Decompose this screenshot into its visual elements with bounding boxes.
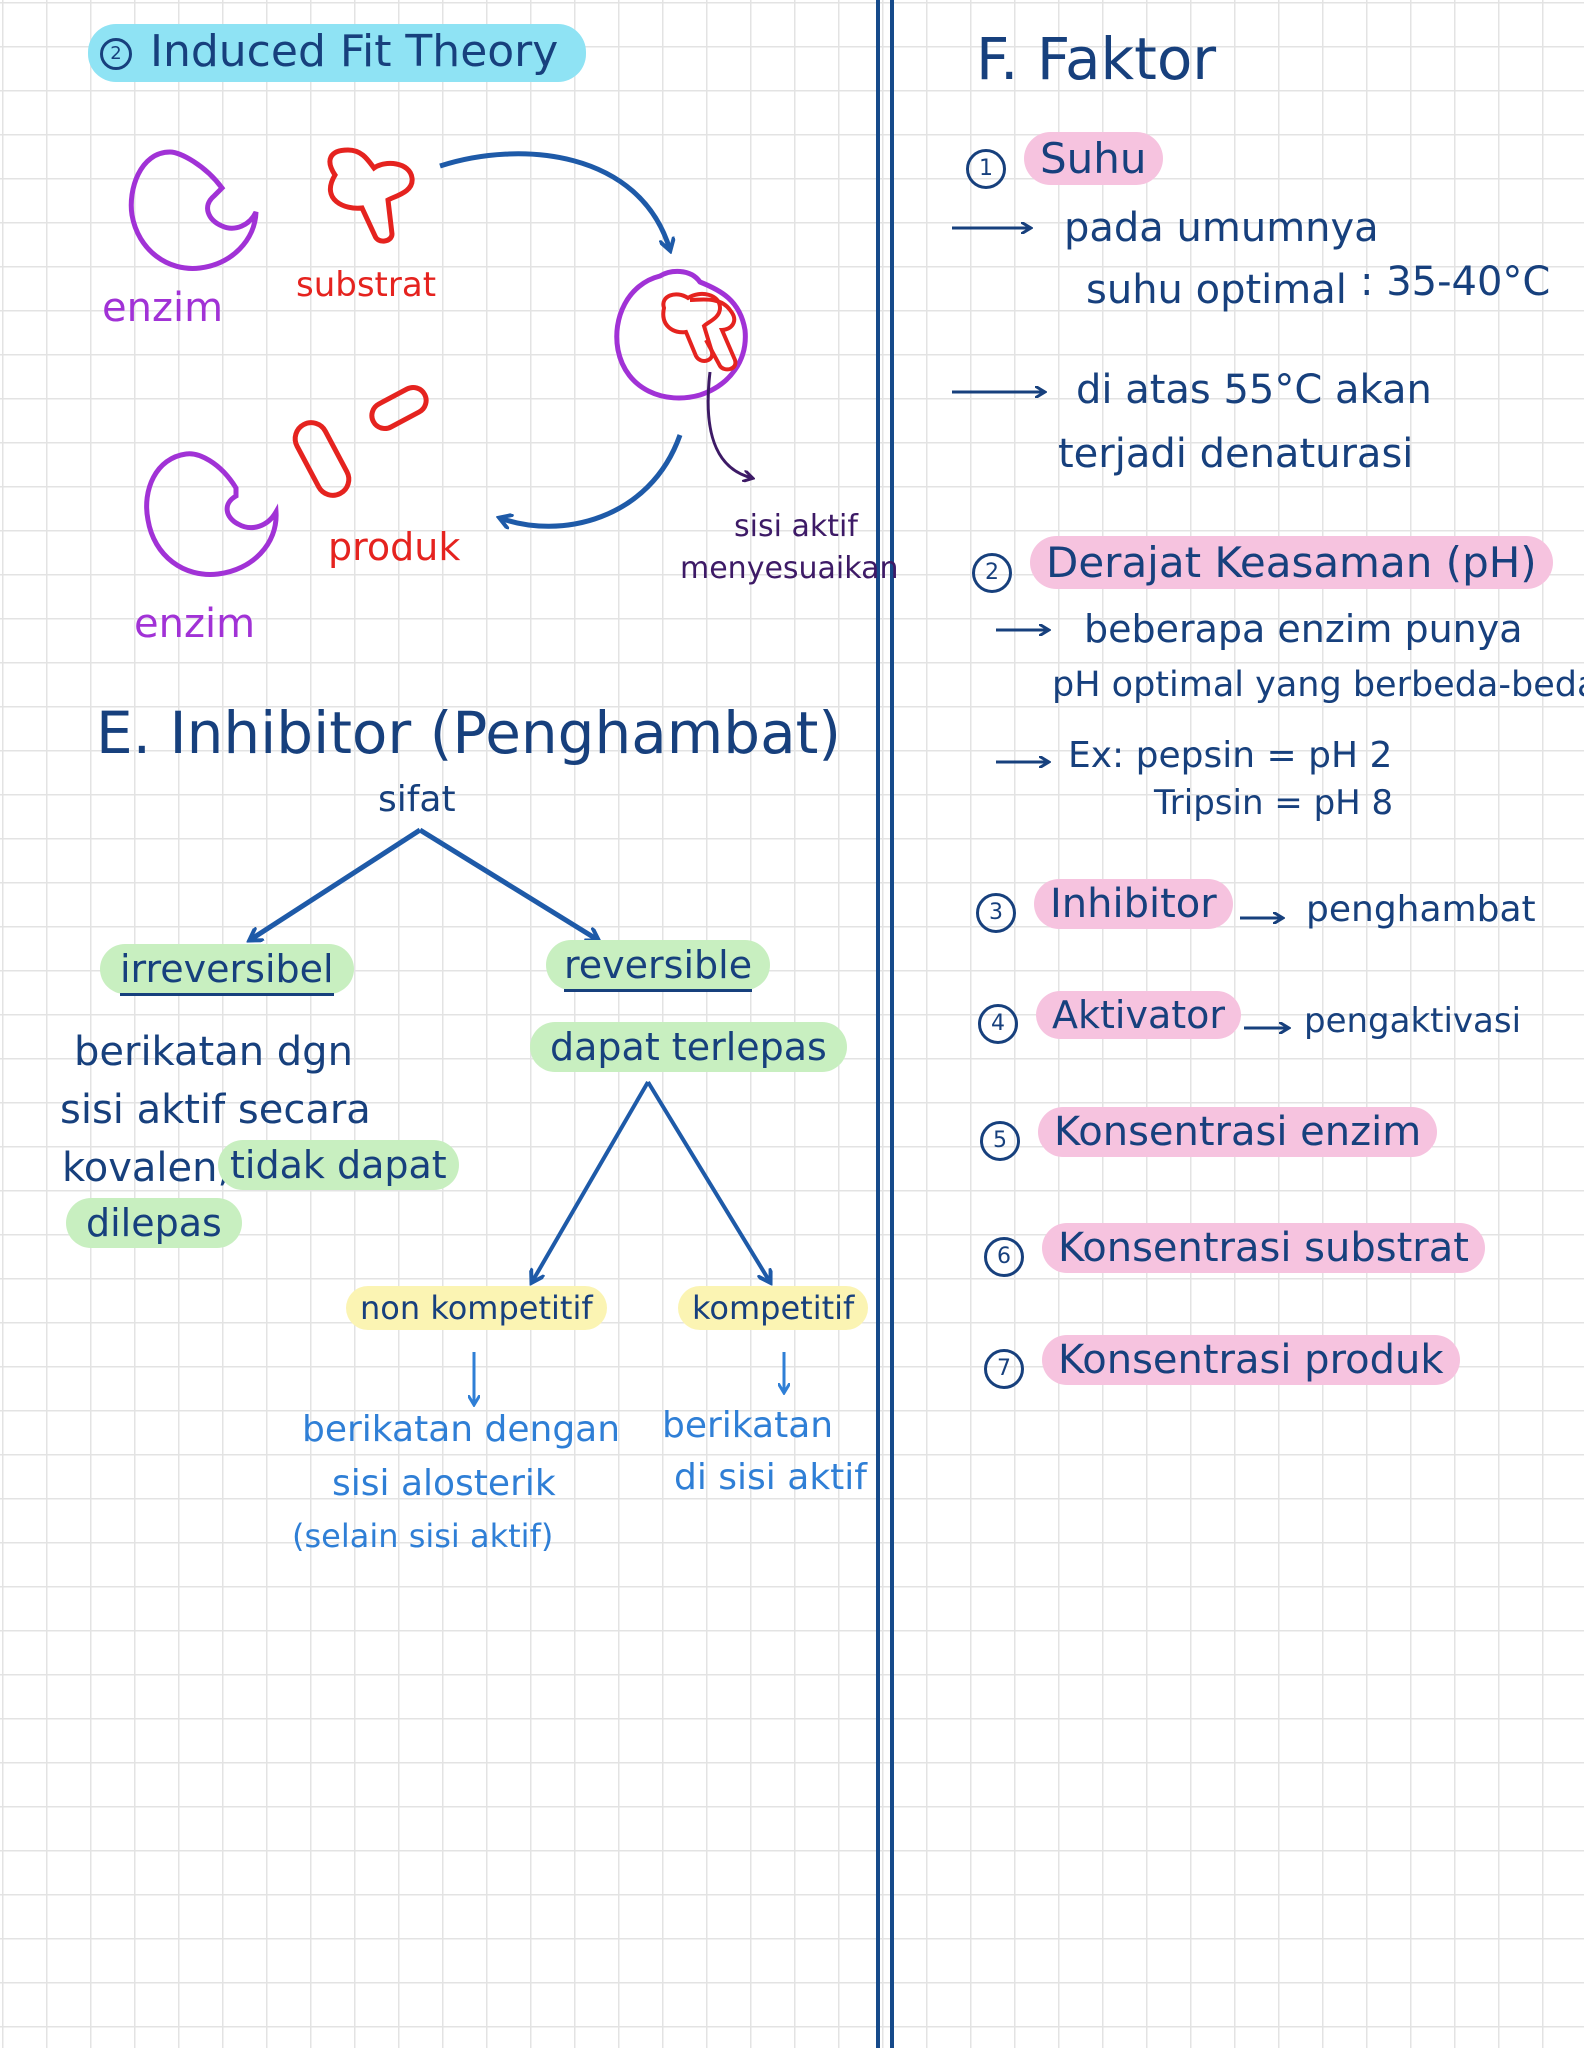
irreversible-tag: irreversibel <box>100 944 354 996</box>
factor-aktivator: 4 Aktivator <box>978 991 1242 1044</box>
label-produk: produk <box>328 525 461 569</box>
irreversible-desc-3b-text: tidak dapat <box>230 1143 447 1187</box>
arrow-active-site <box>706 371 752 478</box>
factor-number-5: 5 <box>980 1120 1020 1161</box>
enzyme-shape-bottom <box>144 451 279 577</box>
arrow-reversible-right <box>646 1080 770 1282</box>
inhibitor-title: E. Inhibitor (Penghambat) <box>96 699 842 767</box>
factor-konsentrasi-substrat-label: Konsentrasi substrat <box>1042 1223 1485 1273</box>
factor-ph: 2 Derajat Keasaman (pH) <box>972 536 1553 593</box>
factor-inhibitor: 3 Inhibitor <box>976 879 1233 933</box>
substrate-shape <box>327 147 415 244</box>
kompetitif-tag: kompetitif <box>678 1286 869 1330</box>
induced-fit-heading: 2 Induced Fit Theory <box>88 24 587 82</box>
product-shapes <box>292 384 429 498</box>
factor-konsentrasi-enzim: 5 Konsentrasi enzim <box>980 1107 1438 1161</box>
ph-example-2: Tripsin = pH 8 <box>1154 783 1394 823</box>
label-enzim-top: enzim <box>102 285 224 331</box>
factor-inhibitor-note: penghambat <box>1306 889 1536 930</box>
label-substrat: substrat <box>296 265 437 305</box>
factor-konsentrasi-produk-label: Konsentrasi produk <box>1042 1335 1460 1385</box>
irreversible-desc-1: berikatan dgn <box>74 1029 353 1075</box>
reversible-desc-text: dapat terlepas <box>550 1025 827 1069</box>
factor-ph-label: Derajat Keasaman (pH) <box>1030 536 1553 589</box>
reversible-label: reversible <box>564 943 753 992</box>
irreversible-label: irreversibel <box>120 947 334 996</box>
number-badge: 2 <box>100 38 132 70</box>
factor-inhibitor-label: Inhibitor <box>1034 879 1233 929</box>
factor-aktivator-label: Aktivator <box>1036 991 1242 1039</box>
enzyme-shape-top <box>128 149 259 271</box>
ph-desc-2: pH optimal yang berbeda-beda <box>1052 665 1584 705</box>
nonkompetitif-desc-3: (selain sisi aktif) <box>292 1517 554 1555</box>
faktor-title: F. Faktor <box>976 25 1217 93</box>
nonkompetitif-label: non kompetitif <box>360 1289 593 1327</box>
arrow-reversible-left <box>532 1080 650 1282</box>
ph-desc-1: beberapa enzim punya <box>1084 607 1523 651</box>
induced-fit-title: Induced Fit Theory <box>150 26 559 77</box>
irreversible-desc-3a: kovalen, <box>62 1145 231 1191</box>
suhu-desc-2: suhu optimal <box>1086 267 1347 313</box>
page-divider-left <box>876 0 880 2048</box>
label-enzim-bottom: enzim <box>134 601 256 647</box>
suhu-desc-1: pada umumnya <box>1064 205 1379 251</box>
reversible-tag: reversible <box>546 940 771 992</box>
factor-konsentrasi-substrat: 6 Konsentrasi substrat <box>984 1223 1485 1277</box>
factor-number-4: 4 <box>978 1003 1018 1044</box>
kompetitif-desc-2: di sisi aktif <box>674 1457 867 1498</box>
irreversible-desc-4: dilepas <box>66 1198 242 1248</box>
label-menyesuaikan: menyesuaikan <box>680 551 899 586</box>
nonkompetitif-desc-1: berikatan dengan <box>302 1409 621 1450</box>
label-sisi-aktif: sisi aktif <box>734 509 858 544</box>
factor-number-1: 1 <box>966 148 1006 189</box>
enzyme-substrate-complex <box>614 269 748 401</box>
suhu-desc-3: di atas 55°C akan <box>1076 367 1432 413</box>
factor-konsentrasi-produk: 7 Konsentrasi produk <box>984 1335 1460 1389</box>
suhu-desc-4: terjadi denaturasi <box>1058 431 1414 477</box>
factor-suhu-label: Suhu <box>1024 132 1163 185</box>
factor-number-2: 2 <box>972 552 1012 593</box>
kompetitif-desc-1: berikatan <box>662 1405 834 1446</box>
factor-suhu: 1 Suhu <box>966 132 1163 189</box>
nonkompetitif-desc-2: sisi alosterik <box>332 1463 556 1504</box>
reversible-desc: dapat terlepas <box>530 1022 847 1072</box>
irreversible-desc-3b: tidak dapat <box>218 1140 459 1190</box>
nonkompetitif-tag: non kompetitif <box>346 1286 607 1330</box>
factor-number-7: 7 <box>984 1348 1024 1389</box>
arrow-to-products <box>500 434 683 526</box>
factor-number-3: 3 <box>976 892 1016 933</box>
factor-aktivator-note: pengaktivasi <box>1304 1001 1522 1041</box>
ph-example-1: Ex: pepsin = pH 2 <box>1068 735 1393 776</box>
arrow-sifat-right <box>418 827 598 940</box>
irreversible-desc-2: sisi aktif secara <box>60 1087 371 1133</box>
arrow-sifat-left <box>250 827 422 940</box>
page-divider-right <box>890 0 894 2048</box>
inhibitor-root-sifat: sifat <box>378 779 456 820</box>
arrow-to-complex <box>439 151 670 250</box>
suhu-desc-2-value: : 35-40°C <box>1360 259 1551 305</box>
irreversible-desc-4-text: dilepas <box>86 1201 222 1245</box>
factor-konsentrasi-enzim-label: Konsentrasi enzim <box>1038 1107 1438 1157</box>
kompetitif-label: kompetitif <box>692 1289 855 1327</box>
factor-number-6: 6 <box>984 1236 1024 1277</box>
